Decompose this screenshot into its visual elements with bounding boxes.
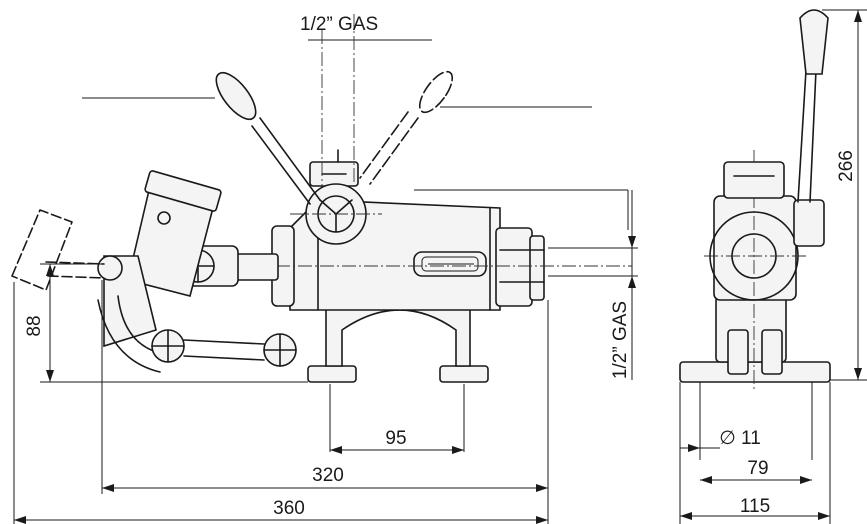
base-bridge bbox=[325, 307, 471, 367]
elbow-fitting bbox=[97, 255, 123, 281]
handle-lever-left bbox=[259, 117, 321, 201]
side-handle-grip bbox=[799, 9, 829, 75]
dim-320-label: 320 bbox=[312, 465, 344, 486]
side-pivot-block bbox=[793, 199, 825, 247]
handle-lever-right bbox=[369, 117, 419, 185]
dim-hole-label: ∅ 11 bbox=[719, 428, 761, 449]
end-nut-right bbox=[529, 235, 545, 301]
inlet-flange bbox=[144, 170, 222, 212]
side-top-boss bbox=[723, 161, 785, 199]
top-port-label: 1/2” GAS bbox=[300, 14, 378, 35]
base-foot-left bbox=[307, 365, 357, 383]
side-port-label: 1/2” GAS bbox=[610, 301, 631, 379]
dim-95-label: 95 bbox=[385, 428, 406, 449]
end-cap-right bbox=[495, 227, 533, 307]
dim-88-label: 88 bbox=[24, 315, 45, 336]
side-handle-lever bbox=[797, 69, 807, 203]
front-view bbox=[11, 14, 638, 524]
dim-115-label: 115 bbox=[740, 496, 770, 517]
valve-stem bbox=[231, 253, 279, 281]
handle-grip-right bbox=[418, 70, 454, 114]
suction-pipe-phantom bbox=[11, 209, 73, 291]
dim-360-label: 360 bbox=[273, 498, 305, 519]
dim-79-label: 79 bbox=[747, 458, 768, 479]
base-foot-right bbox=[439, 365, 489, 383]
dim-266-label: 266 bbox=[836, 150, 857, 182]
side-base-plate bbox=[679, 361, 831, 383]
side-view bbox=[679, 9, 867, 524]
handle-grip-left bbox=[215, 71, 257, 121]
